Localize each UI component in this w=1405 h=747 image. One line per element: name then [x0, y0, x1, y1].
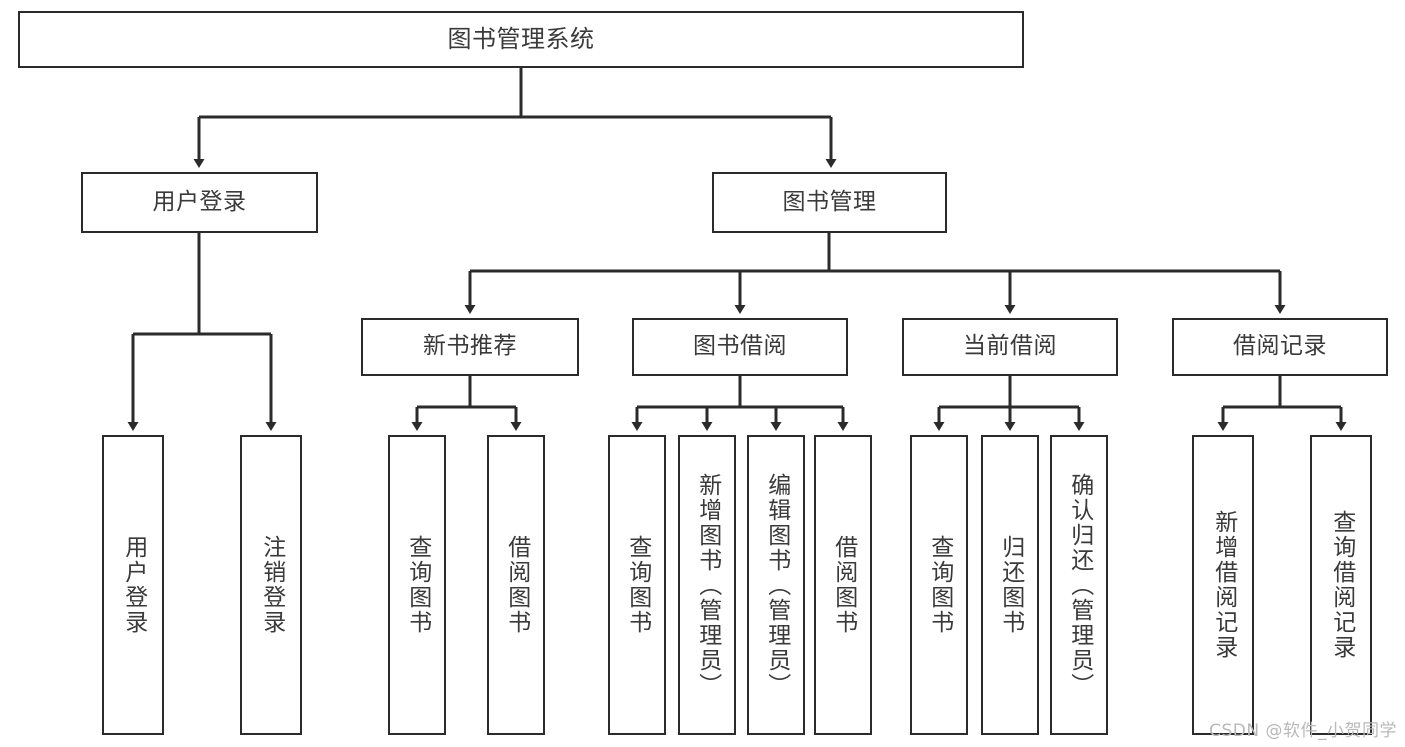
node-leaf-add-book-label: 新增图书（管理员） [694, 472, 721, 698]
node-leaf-add-record-label: 新增借阅记录 [1210, 510, 1237, 660]
node-leaf-logout[interactable]: 注销登录 [240, 435, 302, 735]
node-leaf-borrow-book-2[interactable]: 借阅图书 [814, 435, 872, 735]
node-leaf-query-record-label: 查询借阅记录 [1328, 510, 1355, 660]
node-borrow-record-label: 借阅记录 [1233, 333, 1327, 360]
node-leaf-edit-book-label: 编辑图书（管理员） [763, 472, 790, 698]
node-book-borrow[interactable]: 图书借阅 [632, 318, 848, 376]
node-leaf-return-book-label: 归还图书 [997, 535, 1024, 635]
node-leaf-borrow-book-1[interactable]: 借阅图书 [487, 435, 545, 735]
node-root-label: 图书管理系统 [447, 25, 595, 54]
node-leaf-confirm-return-label: 确认归还（管理员） [1066, 472, 1093, 698]
node-leaf-confirm-return[interactable]: 确认归还（管理员） [1050, 435, 1108, 735]
node-root[interactable]: 图书管理系统 [18, 11, 1024, 68]
node-user-login[interactable]: 用户登录 [81, 172, 318, 233]
node-leaf-query-book-3[interactable]: 查询图书 [910, 435, 968, 735]
node-leaf-query-book-2-label: 查询图书 [624, 535, 651, 635]
node-current-borrow-label: 当前借阅 [963, 333, 1057, 360]
node-leaf-borrow-book-1-label: 借阅图书 [503, 535, 530, 635]
node-leaf-logout-label: 注销登录 [258, 535, 285, 635]
node-book-manage[interactable]: 图书管理 [712, 172, 947, 233]
node-leaf-edit-book[interactable]: 编辑图书（管理员） [747, 435, 805, 735]
node-book-borrow-label: 图书借阅 [693, 333, 787, 360]
node-leaf-add-book[interactable]: 新增图书（管理员） [678, 435, 736, 735]
node-new-book-recommend-label: 新书推荐 [423, 333, 517, 360]
node-leaf-query-book-3-label: 查询图书 [926, 535, 953, 635]
node-leaf-return-book[interactable]: 归还图书 [981, 435, 1039, 735]
node-new-book-recommend[interactable]: 新书推荐 [361, 318, 579, 376]
node-leaf-query-book-1-label: 查询图书 [404, 535, 431, 635]
node-borrow-record[interactable]: 借阅记录 [1172, 318, 1388, 376]
node-user-login-label: 用户登录 [152, 188, 247, 215]
node-current-borrow[interactable]: 当前借阅 [902, 318, 1118, 376]
node-leaf-query-record[interactable]: 查询借阅记录 [1310, 435, 1372, 735]
node-leaf-borrow-book-2-label: 借阅图书 [830, 535, 857, 635]
node-book-manage-label: 图书管理 [782, 188, 877, 215]
node-leaf-add-record[interactable]: 新增借阅记录 [1192, 435, 1254, 735]
node-leaf-query-book-1[interactable]: 查询图书 [388, 435, 446, 735]
node-leaf-user-login[interactable]: 用户登录 [102, 435, 164, 735]
node-leaf-query-book-2[interactable]: 查询图书 [608, 435, 666, 735]
node-leaf-user-login-label: 用户登录 [120, 535, 147, 635]
